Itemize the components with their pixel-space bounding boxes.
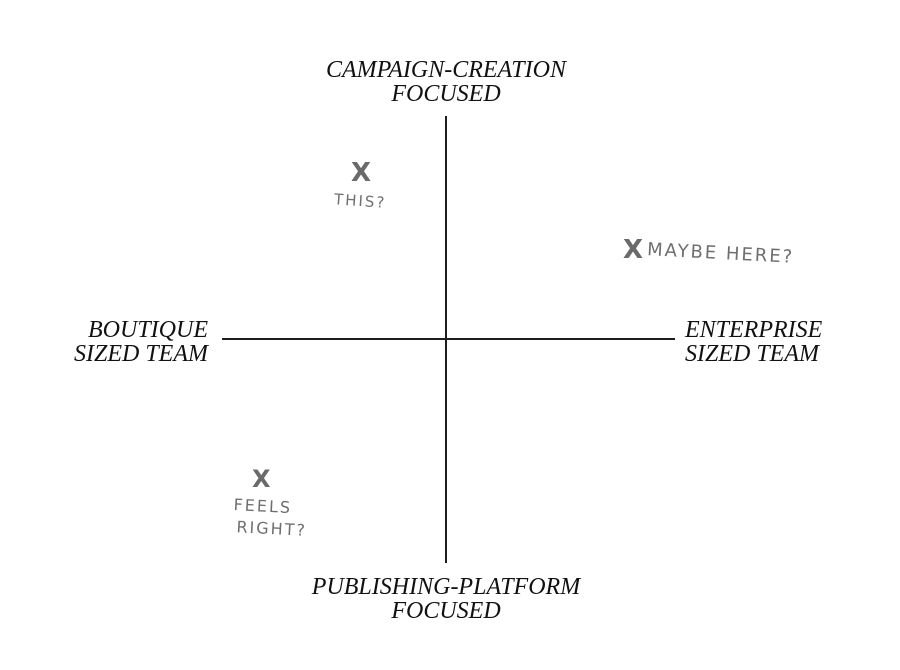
handwritten-note-feels-right-line-2: RIGHT? [235, 517, 308, 540]
axis-label-top: CAMPAIGN-CREATION FOCUSED [300, 58, 592, 106]
axis-label-right: ENTERPRISE SIZED TEAM [685, 318, 875, 366]
axis-label-bottom-line-1: PUBLISHING-PLATFORM [311, 574, 581, 600]
x-mark-this: X [351, 158, 372, 188]
axis-label-left: BOUTIQUE SIZED TEAM [30, 318, 208, 366]
axis-label-top-line-2: FOCUSED [391, 81, 501, 107]
horizontal-axis-line [222, 338, 675, 340]
handwritten-note-this: THIS? [333, 190, 387, 212]
axis-label-left-line-2: SIZED TEAM [74, 341, 208, 367]
axis-label-bottom: PUBLISHING-PLATFORM FOCUSED [282, 575, 610, 623]
axis-label-left-line-1: BOUTIQUE [88, 317, 208, 343]
handwritten-note-feels-right: FEELS RIGHT? [232, 494, 309, 542]
x-mark-feels-right: X [252, 465, 271, 493]
axis-label-bottom-line-2: FOCUSED [391, 598, 501, 624]
axis-label-top-line-1: CAMPAIGN-CREATION [326, 57, 566, 83]
x-mark-maybe-here: X [623, 235, 644, 265]
axis-label-right-line-2: SIZED TEAM [685, 341, 819, 367]
axis-label-right-line-1: ENTERPRISE [685, 317, 823, 343]
handwritten-note-maybe-here: MAYBE HERE? [646, 239, 795, 268]
